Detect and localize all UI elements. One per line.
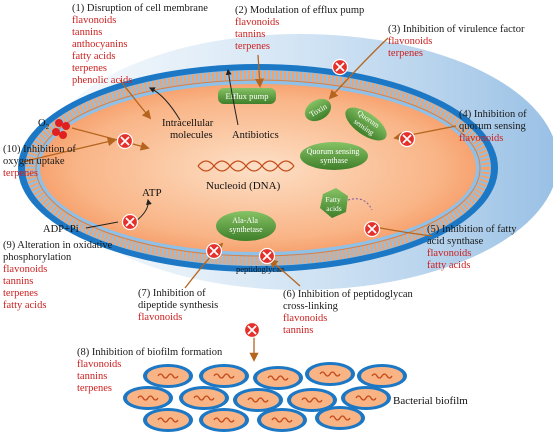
ala-ala-synthetase (216, 211, 276, 241)
oxygen-label: O2 (38, 118, 50, 131)
lipid-bilayer (25, 70, 491, 266)
atp-label: ATP (142, 187, 162, 199)
inhibit-icon (398, 130, 416, 148)
qs-synthase-label: Quorum sensing synthase (307, 147, 362, 165)
inhibit-icon (121, 213, 139, 231)
mechanism-2: (2) Modulation of efflux pump flavonoids… (235, 5, 365, 52)
intracellular-release-arrow (148, 87, 181, 121)
inhibit-icon (331, 58, 349, 76)
mechanism-8: (8) Inhibition of biofilm formation flav… (77, 347, 223, 394)
toxin-protein (304, 98, 332, 122)
biofilm-cell (143, 364, 193, 388)
inhibit-icon (363, 220, 381, 238)
mechanism-5: (5) Inhibition of fatty acid synthase fl… (427, 224, 517, 271)
dna-helix (197, 160, 295, 172)
biofilm-cell (341, 386, 391, 410)
efflux-pump-label: Efflux pump (225, 91, 268, 101)
fatty-acid-synthase (320, 188, 348, 218)
fatty-acids-label: Fatty acids (325, 195, 342, 213)
adp-label: ADP+Pi (43, 224, 79, 235)
biofilm-cell (305, 362, 355, 386)
inhibit-icon (243, 321, 261, 339)
biofilm-label: Bacterial biofilm (393, 395, 468, 407)
inhibit-icon (258, 247, 276, 265)
mechanism-3: (3) Inhibition of virulence factor flavo… (388, 24, 525, 59)
biofilm-cell (287, 388, 337, 412)
biofilm-cell (199, 408, 249, 432)
peptidoglycan-label: peptidoglycan (236, 264, 285, 274)
biofilm-cell (257, 408, 307, 432)
quorum-sensing-protein (345, 107, 387, 141)
intracellular-label: Intracellular molecules (162, 118, 216, 141)
inhibit-icon (205, 242, 223, 260)
nucleoid-label: Nucleoid (DNA) (206, 180, 281, 192)
mechanism-10: (10) Inhibition of oxygen uptake terpene… (3, 144, 76, 179)
mechanism-9: (9) Alteration in oxidative phosphorylat… (3, 240, 113, 311)
quorum-sensing-synthase (300, 142, 368, 170)
oxygen-molecules (52, 119, 70, 139)
biofilm-cell (143, 408, 193, 432)
efflux-pump (218, 88, 276, 104)
biofilm-cell (199, 364, 249, 388)
biofilm-cell (315, 406, 365, 430)
biofilm-cell (233, 388, 283, 412)
biofilm-cell (253, 366, 303, 390)
inhibit-icon (116, 132, 134, 150)
mechanism-7: (7) Inhibition of dipeptide synthesis fl… (138, 288, 219, 323)
antibiotics-efflux-arrow (225, 68, 239, 126)
biofilm-cell (123, 386, 173, 410)
antibiotics-label: Antibiotics (232, 130, 279, 141)
inhibition-markers (116, 58, 416, 339)
bacterial-biofilm (123, 362, 407, 432)
biofilm-cell (179, 386, 229, 410)
mechanism-6: (6) Inhibition of peptidoglycan cross-li… (283, 289, 413, 336)
mechanism-1: (1) Disruption of cell membrane flavonoi… (72, 3, 208, 86)
ala-ala-label: Ala-Ala synthetase (229, 216, 263, 234)
biofilm-cell (357, 364, 407, 388)
mechanism-4: (4) Inhibition of quorum sensing flavono… (459, 109, 527, 144)
